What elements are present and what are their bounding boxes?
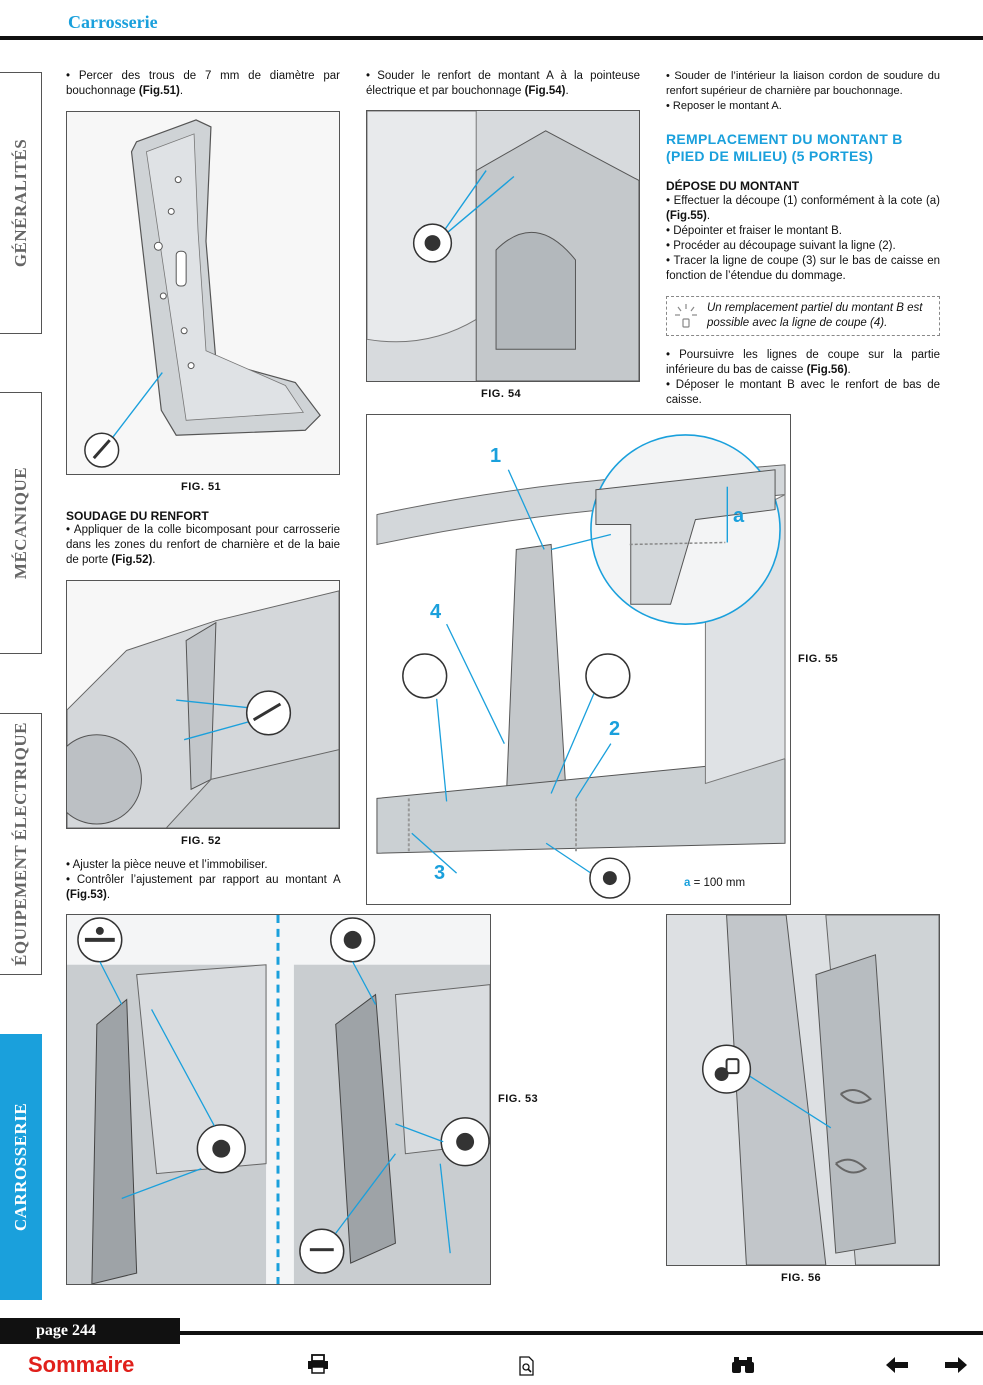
running-header-title: Carrosserie (68, 12, 158, 32)
figure-55 (366, 414, 791, 905)
col1-para-2: • Appliquer de la colle bicomposant pour… (66, 524, 340, 566)
binoculars-icon[interactable] (731, 1356, 755, 1374)
figure-55-caption: FIG. 55 (798, 653, 839, 665)
footer-rule (0, 1331, 983, 1335)
fig55-callout-2: 2 (609, 718, 621, 740)
col1-para-3: • Ajuster la pièce neuve et l’immobilise… (66, 859, 340, 901)
info-note: Un remplacement partiel du montant B est… (666, 296, 940, 336)
fig55-callout-a: a (733, 505, 745, 527)
figure-51 (66, 111, 340, 475)
arrow-left-icon[interactable] (886, 1357, 908, 1373)
fig55-legend: a = 100 mm (684, 877, 746, 889)
fig55-callout-4: 4 (430, 601, 442, 623)
header-rule (0, 36, 983, 40)
sommaire-link[interactable]: Sommaire (28, 1352, 135, 1377)
figure-56-caption: FIG. 56 (781, 1272, 822, 1284)
tab-generalites[interactable]: GÉNÉRALITÉS (0, 72, 42, 334)
figure-54 (366, 110, 640, 382)
figure-52-caption: FIG. 52 (181, 835, 222, 847)
section-heading-remplacement: REMPLACEMENT DU MONTANT B (PIED DE MILIE… (666, 131, 903, 164)
info-note-text: Un remplacement partiel du montant B est… (707, 302, 923, 329)
col2-para-1: • Souder le renfort de montant A à la po… (366, 70, 640, 97)
figure-51-caption: FIG. 51 (181, 481, 222, 493)
figure-54-caption: FIG. 54 (481, 388, 522, 400)
col3-para-3: • Poursuivre les lignes de coupe sur la … (666, 349, 940, 406)
figure-52 (66, 580, 340, 829)
heading-soudage-du-renfort: SOUDAGE DU RENFORT (66, 509, 209, 523)
figure-53 (66, 914, 491, 1285)
document-search-icon[interactable] (518, 1356, 536, 1376)
fig55-callout-3: 3 (434, 862, 446, 884)
tab-mecanique[interactable]: MÉCANIQUE (0, 392, 42, 654)
page-number-box: page 244 (0, 1318, 180, 1344)
tab-equipement-electrique[interactable]: ÉQUIPEMENT ÉLECTRIQUE (0, 713, 42, 975)
col1-para-1: • Percer des trous de 7 mm de diamètre p… (66, 70, 340, 97)
figure-56 (666, 914, 940, 1266)
arrow-right-icon[interactable] (945, 1357, 967, 1373)
printer-icon[interactable] (307, 1354, 329, 1374)
col3-para-1: • Souder de l’intérieur la liaison cordo… (666, 70, 940, 112)
figure-53-caption: FIG. 53 (498, 1093, 539, 1105)
col3-para-2: • Effectuer la découpe (1) conformément … (666, 195, 940, 282)
lightbulb-icon (673, 302, 699, 330)
tab-carrosserie[interactable]: CARROSSERIE (0, 1034, 42, 1300)
fig55-callout-1: 1 (490, 445, 502, 467)
heading-depose-du-montant: DÉPOSE DU MONTANT (666, 179, 800, 193)
